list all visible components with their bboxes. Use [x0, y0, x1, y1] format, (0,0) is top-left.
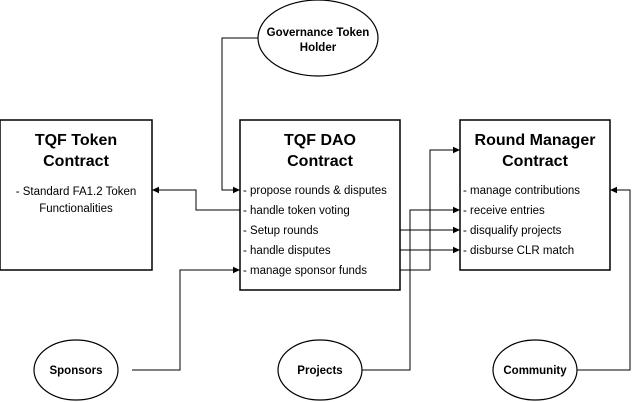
governance-holder-label-line-1: Governance Token: [267, 27, 370, 39]
edge-projects-to-round-manager: [356, 206, 460, 371]
edge-governance-to-dao: [221, 37, 258, 194]
token-contract-item: Functionalities: [39, 203, 113, 215]
dao-contract-item: - manage sponsor funds: [243, 265, 367, 277]
token-contract-item: - Standard FA1.2 Token: [16, 186, 137, 198]
dao-contract-title-line-1: TQF DAO: [284, 132, 356, 149]
community-node[interactable]: Community: [492, 339, 578, 401]
round-manager-item: - receive entries: [463, 205, 545, 217]
round-manager-title-line-1: Round Manager: [475, 132, 596, 149]
dao-contract-node[interactable]: TQF DAO Contract - propose rounds & disp…: [239, 119, 401, 291]
edge-sponsors-to-dao: [132, 266, 240, 371]
edge-community-to-round-manager: [576, 186, 631, 371]
dao-contract-item: - propose rounds & disputes: [243, 185, 387, 197]
sponsors-node[interactable]: Sponsors: [33, 339, 119, 401]
projects-label: Projects: [297, 365, 342, 377]
round-manager-title-line-2: Contract: [502, 153, 568, 170]
governance-holder-label-line-2: Holder: [300, 42, 337, 54]
dao-contract-item: - handle disputes: [243, 245, 331, 257]
projects-node[interactable]: Projects: [277, 339, 363, 401]
round-manager-item: - manage contributions: [463, 185, 580, 197]
community-label: Community: [503, 365, 567, 377]
dao-contract-item: - handle token voting: [243, 205, 350, 217]
token-contract-node[interactable]: TQF Token Contract - Standard FA1.2 Toke…: [0, 119, 153, 271]
dao-contract-title-line-2: Contract: [287, 153, 353, 170]
governance-holder-node[interactable]: Governance Token Holder: [257, 0, 379, 77]
round-manager-item: - disqualify projects: [463, 225, 562, 237]
dao-contract-item: - Setup rounds: [243, 225, 319, 237]
round-manager-item: - disburse CLR match: [463, 245, 574, 257]
sponsors-label: Sponsors: [49, 365, 102, 377]
token-contract-title-line-1: TQF Token: [35, 132, 117, 149]
edge-dao-to-token: [152, 186, 240, 211]
token-contract-title-line-2: Contract: [43, 153, 109, 170]
round-manager-node[interactable]: Round Manager Contract - manage contribu…: [459, 119, 611, 271]
